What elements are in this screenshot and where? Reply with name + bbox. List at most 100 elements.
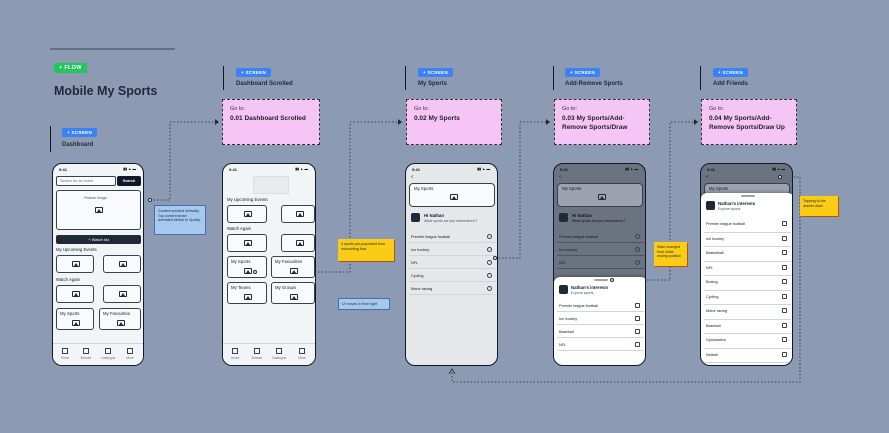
- card-label: My Favourites: [275, 259, 302, 264]
- image-icon: [290, 294, 298, 300]
- sheet-row[interactable]: NFL: [704, 262, 791, 276]
- tab-home[interactable]: Home: [55, 348, 75, 360]
- card-label: My Sports: [231, 259, 251, 264]
- image-icon: [290, 268, 298, 274]
- status-time: 9:41: [560, 167, 569, 172]
- tab-browse[interactable]: Browse: [76, 348, 96, 360]
- status-bar: 9:41▮▮ ▲ ▬: [554, 164, 645, 174]
- my-sports-card[interactable]: My Sports: [56, 308, 94, 330]
- sheet-row-label: Baseball: [706, 323, 721, 328]
- event-card[interactable]: [103, 255, 141, 273]
- card-label: My Favourites: [103, 311, 130, 316]
- sheet-row[interactable]: Baseball: [557, 326, 644, 338]
- card-label: My Sports: [60, 311, 80, 316]
- sheet-row[interactable]: Netball: [704, 349, 791, 363]
- interests-sheet[interactable]: Nathan's interests Explore sports Premie…: [554, 277, 645, 365]
- image-icon: [72, 261, 80, 267]
- sheet-row[interactable]: Ice hockey: [557, 313, 644, 325]
- sheet-row-label: Boxing: [706, 280, 718, 284]
- sheet-row[interactable]: Premier league football: [704, 218, 791, 233]
- sheet-row-label: Netball: [706, 352, 718, 357]
- image-icon: [244, 294, 252, 300]
- drag-handle[interactable]: [594, 279, 608, 281]
- goto-target: 0.02 My Sports: [414, 115, 460, 122]
- sheet-avatar: [706, 201, 715, 210]
- sport-row[interactable]: Premier league football: [409, 231, 496, 243]
- tab-label: Catalogue: [100, 356, 116, 360]
- tab-home[interactable]: Home: [225, 348, 245, 360]
- image-icon: [72, 320, 80, 326]
- my-favourites-card[interactable]: My Favourites: [99, 308, 141, 330]
- watch-card[interactable]: [56, 285, 94, 303]
- my-sports-card[interactable]: My Sports: [227, 256, 267, 278]
- goto-my-sports[interactable]: Go to: 0.02 My Sports: [406, 99, 502, 145]
- search-button[interactable]: Search: [117, 176, 141, 186]
- checkbox-icon: [782, 250, 787, 255]
- sheet-row[interactable]: Gymnastics: [704, 334, 791, 349]
- my-groups-card[interactable]: My Groups: [271, 282, 315, 304]
- phone-my-sports: 9:41▮▮ ▲ ▬ < My Sports Hi Nathan What sp…: [405, 163, 498, 366]
- tab-more[interactable]: More: [292, 348, 312, 360]
- page-title: Mobile My Sports: [54, 84, 158, 98]
- tab-icon: [276, 348, 282, 354]
- sheet-row[interactable]: Motor racing: [704, 305, 791, 320]
- image-icon: [72, 291, 80, 297]
- checkbox-icon: [782, 264, 787, 270]
- sport-row[interactable]: Ice hockey: [557, 244, 644, 256]
- tab-catalogue[interactable]: Catalogue: [98, 348, 118, 360]
- checkbox-icon: [635, 303, 640, 308]
- sheet-row[interactable]: Premier league football: [557, 300, 644, 312]
- sport-row[interactable]: Premier league football: [557, 231, 644, 243]
- sport-label: Ice hockey: [411, 248, 430, 252]
- sheet-row-label: Basketball: [706, 251, 724, 255]
- search-input[interactable]: Search for an event: [56, 176, 116, 186]
- check-icon: [635, 234, 640, 239]
- sheet-row[interactable]: NFL: [557, 339, 644, 351]
- sheet-row[interactable]: Baseball: [704, 320, 791, 334]
- interests-sheet-expanded[interactable]: Nathan's interests Explore sports Premie…: [701, 193, 792, 365]
- screen-title: Dashboard Scrolled: [236, 81, 293, 87]
- tab-label: Home: [60, 356, 70, 360]
- back-button[interactable]: <: [706, 174, 709, 179]
- check-icon: [487, 234, 492, 239]
- back-button[interactable]: <: [411, 174, 414, 179]
- sport-row[interactable]: Cycling: [409, 270, 496, 282]
- sport-row[interactable]: Motor racing: [409, 283, 496, 295]
- my-teams-card[interactable]: My Teams: [227, 282, 267, 304]
- my-favourites-card[interactable]: My Favourites: [271, 256, 315, 278]
- tab-label: More: [298, 356, 306, 360]
- flow-tag: + FLOW: [54, 63, 87, 73]
- sport-row[interactable]: NFL: [557, 257, 644, 269]
- sheet-row[interactable]: Cycling: [704, 291, 791, 305]
- sheet-row-label: Gymnastics: [706, 338, 726, 342]
- event-card[interactable]: [56, 255, 94, 273]
- status-bar: 9:41▮▮ ▲ ▬: [223, 164, 315, 174]
- goto-add-remove-sports[interactable]: Go to: 0.03 My Sports/Add-Remove Sports/…: [554, 99, 650, 145]
- avatar: [559, 213, 568, 222]
- image-icon: [244, 211, 252, 217]
- sheet-row[interactable]: Basketball: [704, 247, 791, 262]
- watchlist-button[interactable]: + Watch list: [56, 235, 141, 244]
- goto-add-friends[interactable]: Go to: 0.04 My Sports/Add-Remove Sports/…: [701, 99, 797, 145]
- back-button[interactable]: <: [559, 174, 562, 179]
- watch-card[interactable]: [103, 285, 141, 303]
- goto-target: 0.04 My Sports/Add-Remove Sports/Draw Up: [709, 115, 785, 131]
- watch-card[interactable]: [227, 234, 267, 252]
- image-icon: [296, 211, 304, 217]
- drag-handle[interactable]: [741, 195, 755, 197]
- tab-catalogue[interactable]: Catalogue: [269, 348, 289, 360]
- sheet-row[interactable]: Ice hockey: [704, 233, 791, 247]
- event-card[interactable]: [227, 205, 267, 223]
- sport-row[interactable]: NFL: [409, 257, 496, 269]
- goto-dashboard-scrolled[interactable]: Go to: 0.01 Dashboard Scrolled: [222, 99, 320, 145]
- checkbox-icon: [782, 308, 787, 313]
- tab-browse[interactable]: Browse: [247, 348, 267, 360]
- check-icon: [635, 247, 640, 252]
- watch-card[interactable]: [281, 234, 315, 252]
- sheet-row[interactable]: Boxing: [704, 276, 791, 291]
- my-sports-banner: My Sports: [557, 183, 643, 207]
- greeting: Hi Nathan: [572, 213, 593, 218]
- event-card[interactable]: [281, 205, 315, 223]
- sport-row[interactable]: Ice hockey: [409, 244, 496, 256]
- tab-more[interactable]: More: [120, 348, 140, 360]
